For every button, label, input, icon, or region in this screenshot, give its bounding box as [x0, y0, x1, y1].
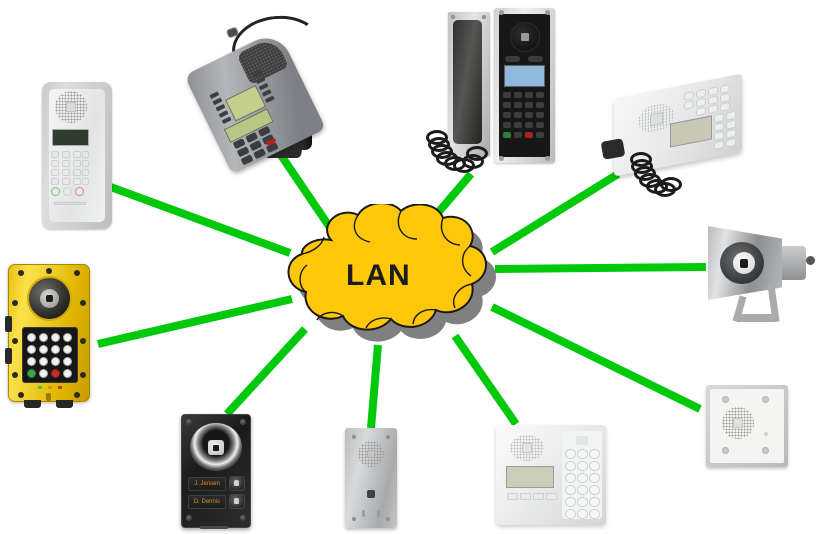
- industrial-phone-side-hinge: [5, 316, 12, 332]
- wall-intercom-lcd: [52, 129, 89, 146]
- panel-screw-tr: [545, 10, 550, 15]
- device-master-station[interactable]: [496, 425, 606, 530]
- grille-center: [66, 102, 76, 112]
- horn-throat: [778, 246, 806, 280]
- lan-cloud: [272, 202, 512, 369]
- status-led-amber: [48, 386, 52, 389]
- call-button-green: [51, 187, 60, 196]
- screw-bottom-right: [762, 447, 769, 454]
- end-button-red: [51, 369, 60, 378]
- screw-top-left: [186, 419, 192, 425]
- speaker-center-dot: [740, 259, 748, 268]
- status-led-green: [38, 386, 42, 389]
- screw-bottom-right: [386, 517, 390, 521]
- end-button-red: [525, 132, 533, 138]
- soft-key-3[interactable]: [533, 493, 544, 500]
- industrial-phone-side-hinge-2: [5, 348, 12, 364]
- link-horn-speaker: [494, 263, 707, 273]
- master-station-lcd: [506, 466, 554, 488]
- device-steel-intercom-panel[interactable]: [345, 428, 397, 532]
- speaker-center-icon: [521, 33, 529, 41]
- speaker-center-dot: [46, 295, 53, 302]
- status-led-small: [764, 432, 768, 436]
- call-button-icon: [367, 490, 375, 498]
- door-station-brand-mark: [200, 526, 228, 529]
- grille-center: [733, 418, 743, 428]
- panel-screw-bl: [499, 156, 504, 161]
- screw-top-left: [352, 435, 356, 439]
- grille-center: [367, 450, 375, 458]
- handset-station-lcd: [504, 65, 545, 87]
- backplate-screw-bottom: [482, 15, 486, 19]
- drain-slot-left: [362, 510, 365, 517]
- screw-top-left: [722, 396, 729, 403]
- lan-label: LAN: [346, 259, 411, 292]
- device-horn-loudspeaker[interactable]: [708, 224, 823, 323]
- volume-up-button[interactable]: [528, 56, 543, 62]
- wall-intercom-keypad[interactable]: [51, 151, 90, 196]
- camera-lens-icon: [213, 445, 219, 451]
- screw-bottom-left: [722, 447, 729, 454]
- screw-top-right: [762, 396, 769, 403]
- device-handset-wall-station[interactable]: [420, 8, 555, 183]
- screw-top-right: [386, 435, 390, 439]
- link-wall-intercom-left: [106, 182, 292, 257]
- soft-key-1[interactable]: [507, 493, 518, 500]
- device-wall-intercom-left[interactable]: [42, 82, 112, 229]
- link-door-station: [224, 326, 308, 417]
- device-door-station[interactable]: J. Jensen D. Dennis: [181, 414, 251, 532]
- grille-center: [522, 443, 532, 453]
- mounting-bracket-base: [736, 314, 778, 322]
- name-tag-2[interactable]: D. Dennis: [188, 495, 226, 509]
- desk-phone-lcd: [670, 115, 712, 148]
- end-button-red: [75, 187, 84, 196]
- handset-coiled-cord: [630, 152, 682, 198]
- backplate-screw-top: [451, 15, 455, 19]
- telephone-handset-icon[interactable]: [453, 20, 482, 144]
- screw-bottom-right: [240, 515, 246, 521]
- panel-screw-br: [545, 156, 550, 161]
- industrial-phone-keypad[interactable]: [22, 327, 78, 383]
- bell-icon: [234, 480, 239, 486]
- screw-bottom-left: [352, 517, 356, 521]
- device-desk-phone-white[interactable]: [596, 73, 756, 202]
- link-master-station: [451, 333, 520, 427]
- device-square-intercom[interactable]: [706, 385, 788, 467]
- drain-slot-right: [377, 510, 380, 517]
- call-button-1[interactable]: [229, 476, 245, 491]
- bell-icon: [234, 498, 239, 504]
- grille-center: [650, 111, 663, 127]
- lan-cloud-body: [287, 202, 487, 331]
- wall-intercom-label-slot: [54, 202, 86, 205]
- screw-bottom-left: [186, 515, 192, 521]
- device-industrial-yellow-phone[interactable]: [5, 264, 90, 408]
- industrial-phone-lock: [46, 393, 51, 401]
- soft-key-4[interactable]: [546, 493, 557, 500]
- call-button-2[interactable]: [229, 494, 245, 509]
- soft-key-2[interactable]: [520, 493, 531, 500]
- screw-top-right: [240, 419, 246, 425]
- bracket-bolt: [806, 256, 815, 265]
- link-desk-phone-white: [489, 170, 621, 256]
- link-square-intercom: [490, 303, 702, 413]
- handset-coiled-cord: [426, 130, 488, 174]
- telephone-handset-icon[interactable]: [600, 138, 626, 160]
- volume-down-button[interactable]: [505, 56, 520, 62]
- call-button-green: [27, 369, 36, 378]
- master-station-keypad[interactable]: [562, 431, 602, 519]
- name-tag-1[interactable]: J. Jensen: [188, 477, 226, 491]
- status-led-red: [58, 386, 62, 389]
- device-gooseneck-desk-phone[interactable]: [184, 11, 335, 180]
- link-industrial-yellow: [97, 295, 293, 348]
- keypad-divider: [576, 436, 588, 445]
- panel-screw-tl: [499, 10, 504, 15]
- call-button-green: [503, 132, 511, 138]
- link-steel-panel: [367, 344, 382, 429]
